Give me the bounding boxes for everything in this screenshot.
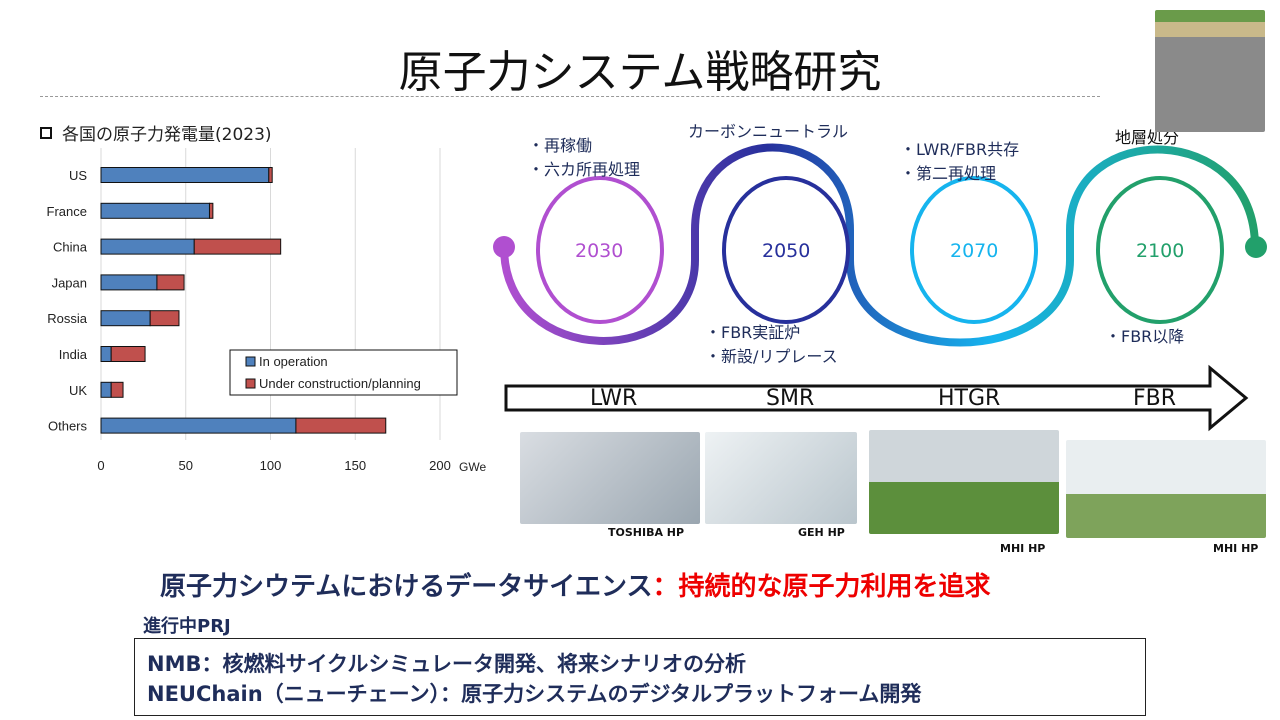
y-tick-label: France: [47, 204, 87, 219]
ongoing-projects-label: 進行中PRJ: [143, 616, 231, 637]
fbr-plant-image: [1066, 440, 1266, 538]
y-tick-label: Rossia: [47, 311, 88, 326]
bar-under-construction-planning: [208, 202, 214, 219]
y-tick-label: India: [59, 347, 88, 362]
bar-under-construction-planning: [193, 238, 282, 255]
legend-box: [229, 349, 458, 396]
bar-in-operation: [100, 202, 210, 219]
project-item: NMB：核燃料サイクルシミュレータ開発、将来シナリオの分析: [147, 652, 747, 676]
bar-in-operation: [100, 238, 195, 255]
bar-under-construction-planning: [110, 346, 146, 362]
timeline-wave: [493, 143, 1267, 347]
image-caption: MHI HP: [1213, 542, 1259, 555]
bar-in-operation: [100, 274, 158, 291]
milestone-year: 2100: [1136, 240, 1185, 262]
smr-plant-image: [705, 432, 857, 524]
reactor-label-smr: SMR: [766, 386, 815, 411]
headline: 原子力シウテムにおけるデータサイエンス：持続的な原子力利用を追求: [160, 572, 991, 602]
carbon-neutral-label: カーボンニュートラル: [688, 122, 849, 141]
image-caption: TOSHIBA HP: [608, 526, 685, 539]
bar-under-construction-planning: [268, 167, 273, 183]
bar-under-construction-planning: [156, 274, 185, 291]
projects-box: NMB：核燃料サイクルシミュレータ開発、将来シナリオの分析 NEUChain（ニ…: [134, 638, 1146, 716]
project-item: NEUChain（ニューチェーン）：原子力システムのデジタルプラットフォーム開発: [147, 682, 922, 706]
x-tick-label: 100: [260, 458, 282, 473]
chart-title: 各国の原子力発電量(2023): [62, 125, 272, 145]
x-tick-label: 150: [344, 458, 366, 473]
milestone-year: 2070: [950, 240, 999, 262]
reactor-label-fbr: FBR: [1133, 386, 1177, 411]
x-tick-label: 0: [97, 458, 104, 473]
y-tick-label: UK: [69, 383, 87, 398]
x-tick-label: 200: [429, 458, 451, 473]
image-caption: GEH HP: [798, 526, 845, 539]
milestone-notes: ・再稼働・六カ所再処理: [528, 136, 641, 179]
bar-chart: 0 50 100 150 200 GWe US FranceChinaJapanRossiaI…: [47, 148, 486, 474]
reactor-label-htgr: HTGR: [938, 386, 1001, 411]
x-tick-label: 50: [179, 458, 193, 473]
milestone-notes: ・FBR以降: [1105, 327, 1185, 346]
y-tick-label: China: [53, 240, 88, 255]
bar-under-construction-planning: [110, 381, 124, 398]
image-caption: MHI HP: [1000, 542, 1046, 555]
bar-in-operation: [100, 381, 112, 398]
y-tick-label: Japan: [52, 275, 87, 290]
geologic-disposal-label: 地層処分: [1115, 128, 1180, 147]
htgr-plant-image: [869, 430, 1059, 534]
bar-in-operation: [100, 167, 270, 183]
geologic-repository-image: [1155, 10, 1265, 132]
milestone-notes: ・FBR実証炉・新設/リプレース: [705, 323, 838, 366]
bar-in-operation: [100, 346, 112, 362]
x-axis-label: GWe: [459, 460, 486, 474]
legend-swatch: [245, 378, 256, 389]
y-tick-label: US: [69, 168, 87, 183]
legend-label: In operation: [259, 354, 328, 369]
page-title: 原子力システム戦略研究: [398, 47, 882, 98]
reactor-arrow: [504, 364, 1249, 432]
chart-heading: 各国の原子力発電量(2023): [40, 120, 272, 145]
milestone-year: 2030: [575, 240, 624, 262]
legend-swatch: [245, 356, 256, 367]
reactor-label-lwr: LWR: [590, 386, 638, 411]
bullet-square-icon: [40, 126, 52, 139]
lwr-plant-image: [520, 432, 700, 524]
bar-in-operation: [100, 417, 297, 434]
milestone-year: 2050: [762, 240, 811, 262]
bar-under-construction-planning: [149, 310, 180, 327]
bar-in-operation: [100, 310, 151, 327]
title-divider: [40, 96, 1100, 97]
milestone-notes: ・LWR/FBR共存・第二再処理: [900, 140, 1020, 183]
bar-under-construction-planning: [295, 417, 387, 434]
y-tick-label: Others: [48, 419, 88, 434]
legend-label: Under construction/planning: [259, 376, 421, 391]
